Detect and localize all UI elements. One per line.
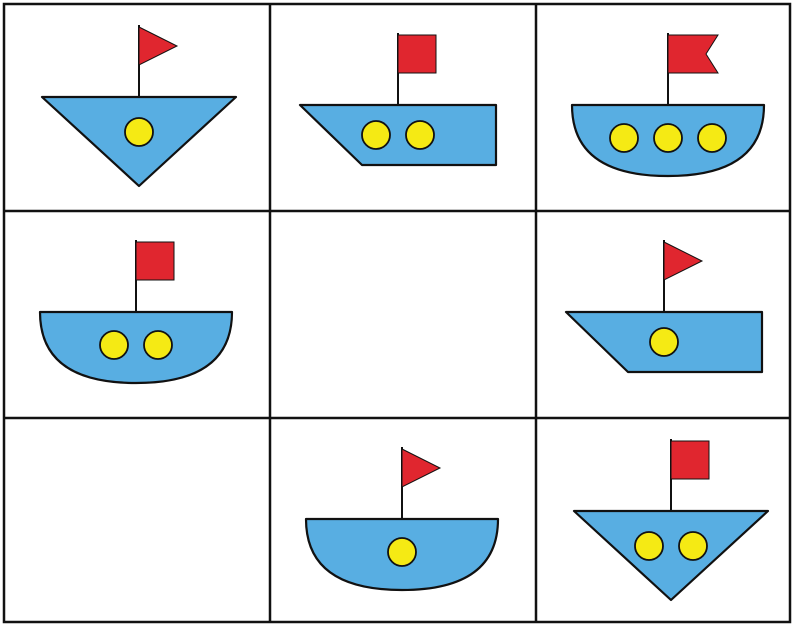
square-flag-icon xyxy=(136,242,174,280)
porthole-icon xyxy=(100,331,128,359)
porthole-icon xyxy=(698,124,726,152)
porthole-icon xyxy=(610,124,638,152)
square-flag-icon xyxy=(671,441,709,479)
empty-cell[interactable] xyxy=(270,211,536,418)
cell-area[interactable] xyxy=(270,211,536,418)
porthole-icon xyxy=(125,118,153,146)
cell-area[interactable] xyxy=(4,418,270,622)
boat-cell xyxy=(4,211,270,418)
square-flag-icon xyxy=(398,35,436,73)
porthole-icon xyxy=(144,331,172,359)
boat-cell xyxy=(536,418,790,622)
empty-cell[interactable] xyxy=(4,418,270,622)
porthole-icon xyxy=(362,121,390,149)
boat-cell xyxy=(270,4,536,211)
porthole-icon xyxy=(388,538,416,566)
boat-cell xyxy=(536,211,790,418)
porthole-icon xyxy=(654,124,682,152)
boat-cell xyxy=(4,4,270,211)
porthole-icon xyxy=(650,328,678,356)
boat-cell xyxy=(536,4,790,211)
grid-cells xyxy=(4,4,790,622)
porthole-icon xyxy=(679,532,707,560)
porthole-icon xyxy=(635,532,663,560)
porthole-icon xyxy=(406,121,434,149)
boat-cell xyxy=(270,418,536,622)
